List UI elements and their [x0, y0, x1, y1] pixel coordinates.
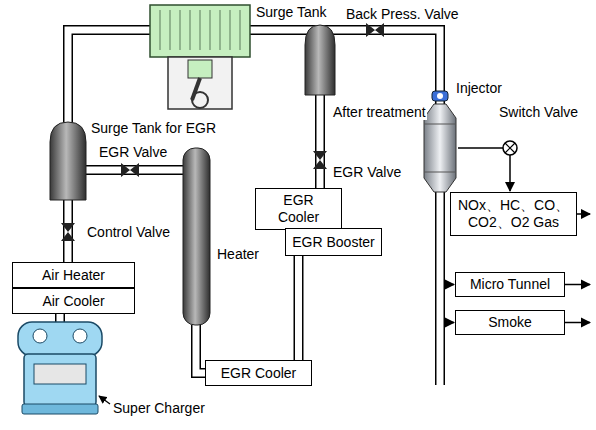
- sample-line: [445, 322, 454, 324]
- box-label: EGR Booster: [292, 234, 374, 251]
- process-box: EGR Cooler: [255, 188, 342, 230]
- process-box: Air Cooler: [12, 288, 135, 314]
- heater: [183, 148, 210, 325]
- sample-line: [509, 155, 511, 191]
- part-label: Surge Tank: [255, 4, 328, 20]
- part-label: Injector: [455, 80, 503, 96]
- sample-line: [565, 322, 590, 324]
- part-label: Surge Tank for EGR: [90, 120, 217, 136]
- switch-valve: [458, 141, 517, 155]
- sample-line: [565, 284, 590, 286]
- after-treatment: [424, 104, 456, 192]
- injector: [432, 91, 448, 101]
- part-label: EGR Valve: [332, 164, 402, 180]
- process-box: EGR Cooler: [205, 360, 312, 386]
- box-label: Micro Tunnel: [470, 276, 550, 293]
- valves: [61, 23, 384, 241]
- box-label: EGR Cooler: [261, 192, 336, 226]
- part-label: Heater: [216, 246, 260, 262]
- part-label: Switch Valve: [498, 104, 579, 120]
- sample-line: [445, 284, 454, 286]
- part-label: Back Press. Valve: [345, 6, 460, 22]
- box-label: Smoke: [488, 314, 532, 331]
- process-box: Smoke: [455, 310, 565, 335]
- part-label: Super Charger: [112, 400, 206, 416]
- process-box: Micro Tunnel: [455, 272, 565, 297]
- process-box: Air Heater: [12, 262, 135, 288]
- part-label: Control Valve: [86, 224, 171, 240]
- box-label: EGR Cooler: [221, 365, 296, 382]
- sample-line: [577, 213, 590, 215]
- pipe-connector: [298, 256, 299, 360]
- surge-tank: [305, 25, 335, 95]
- surge-tank-egr: [50, 122, 86, 200]
- engine: [150, 5, 250, 109]
- super-charger: [18, 322, 110, 414]
- part-label: EGR Valve: [98, 144, 168, 160]
- box-label: Air Heater: [42, 267, 105, 284]
- process-box: EGR Booster: [285, 228, 382, 256]
- part-label: After treatment: [332, 104, 427, 120]
- pipes: [60, 30, 440, 385]
- process-box: NOx、HC、CO、 CO2、O2 Gas: [450, 192, 577, 236]
- box-label: NOx、HC、CO、 CO2、O2 Gas: [456, 197, 571, 231]
- box-label: Air Cooler: [42, 293, 104, 310]
